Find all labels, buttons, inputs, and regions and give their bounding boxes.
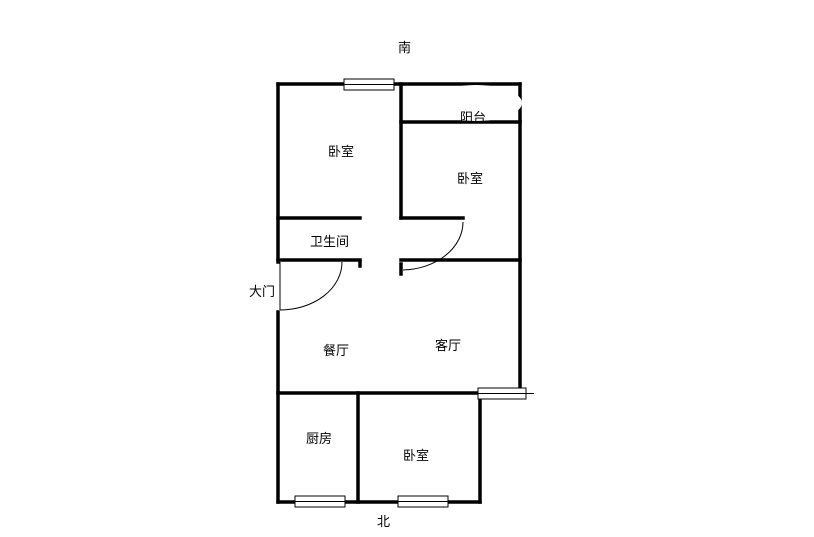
room-label-bedroom-left: 卧室 xyxy=(328,144,354,160)
room-label-kitchen: 厨房 xyxy=(306,431,332,447)
window-right xyxy=(477,387,534,400)
room-label-bedroom-right: 卧室 xyxy=(457,171,483,187)
room-label-living: 客厅 xyxy=(435,338,461,354)
room-label-dining: 餐厅 xyxy=(323,343,349,359)
interior-walls xyxy=(276,82,522,504)
window-bedroom-bottom xyxy=(397,495,449,508)
windows xyxy=(294,78,534,508)
labels: 南 北 卧室 阳台 卧室 卫生间 大门 餐厅 客厅 厨房 卧室 xyxy=(249,40,486,530)
room-label-bathroom: 卫生间 xyxy=(310,235,349,250)
compass-south: 南 xyxy=(398,40,411,56)
room-label-bedroom-bottom: 卧室 xyxy=(403,448,429,464)
door-entrance-arc xyxy=(279,261,343,311)
room-label-entrance: 大门 xyxy=(249,285,275,300)
window-kitchen xyxy=(294,495,346,508)
room-label-balcony: 阳台 xyxy=(460,111,486,126)
door-bedroom-right-arc xyxy=(402,221,464,271)
doors xyxy=(279,221,464,311)
balcony-label-backdrop xyxy=(430,85,522,121)
compass-north: 北 xyxy=(377,515,390,530)
window-top xyxy=(343,78,395,91)
